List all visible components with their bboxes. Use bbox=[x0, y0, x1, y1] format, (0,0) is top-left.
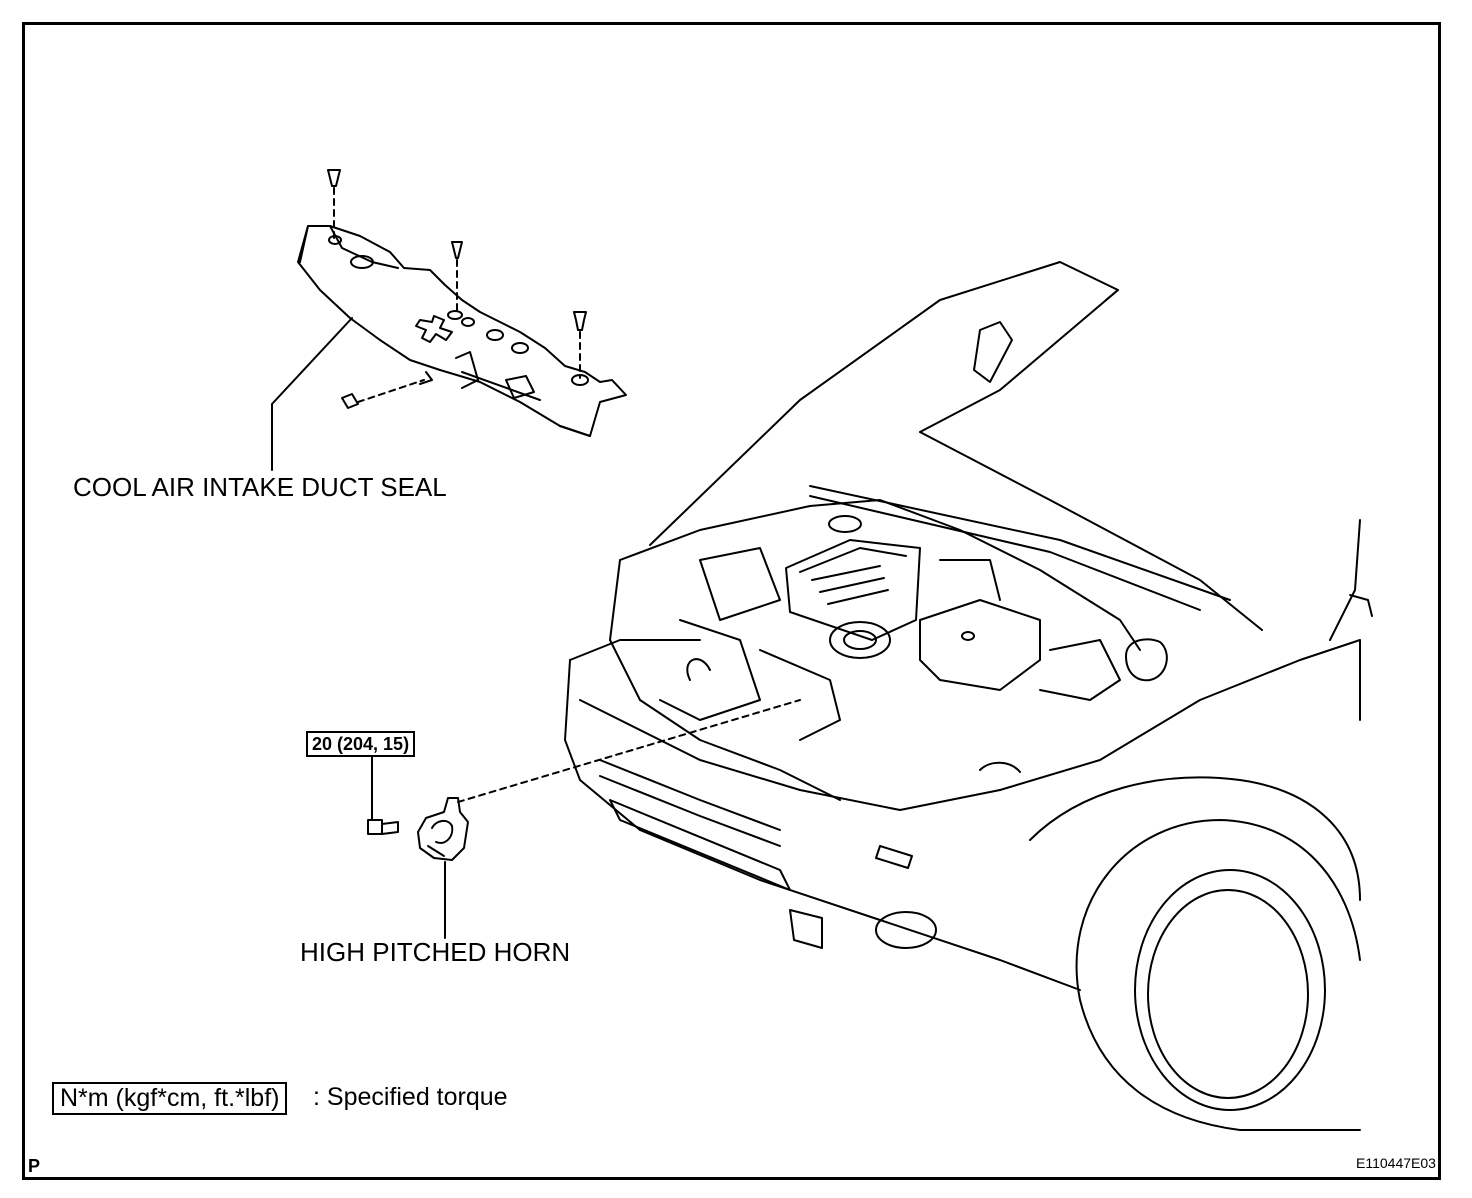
duct-seal-leader-dashes bbox=[333, 187, 581, 403]
cool-air-intake-duct-seal-label: COOL AIR INTAKE DUCT SEAL bbox=[73, 472, 447, 502]
torque-legend-units: N*m (kgf*cm, ft.*lbf) bbox=[52, 1082, 288, 1115]
duct-seal-clips bbox=[327, 169, 587, 409]
vehicle-body-outline bbox=[564, 261, 1373, 1131]
torque-legend-description: : Specified torque bbox=[313, 1083, 508, 1111]
corner-mark: P bbox=[28, 1156, 41, 1176]
duct-seal-callout-line bbox=[271, 317, 353, 471]
horn-bolt bbox=[367, 819, 399, 835]
high-pitched-horn-label: HIGH PITCHED HORN bbox=[300, 937, 571, 967]
horn-part bbox=[417, 797, 469, 861]
horn-mount-dashes bbox=[457, 699, 801, 803]
bolt-torque-spec: 20 (204, 15) bbox=[306, 731, 416, 757]
diagram-frame bbox=[22, 22, 1441, 1180]
duct-seal-part bbox=[297, 225, 627, 437]
figure-code: E110447E03 bbox=[1356, 1155, 1436, 1171]
